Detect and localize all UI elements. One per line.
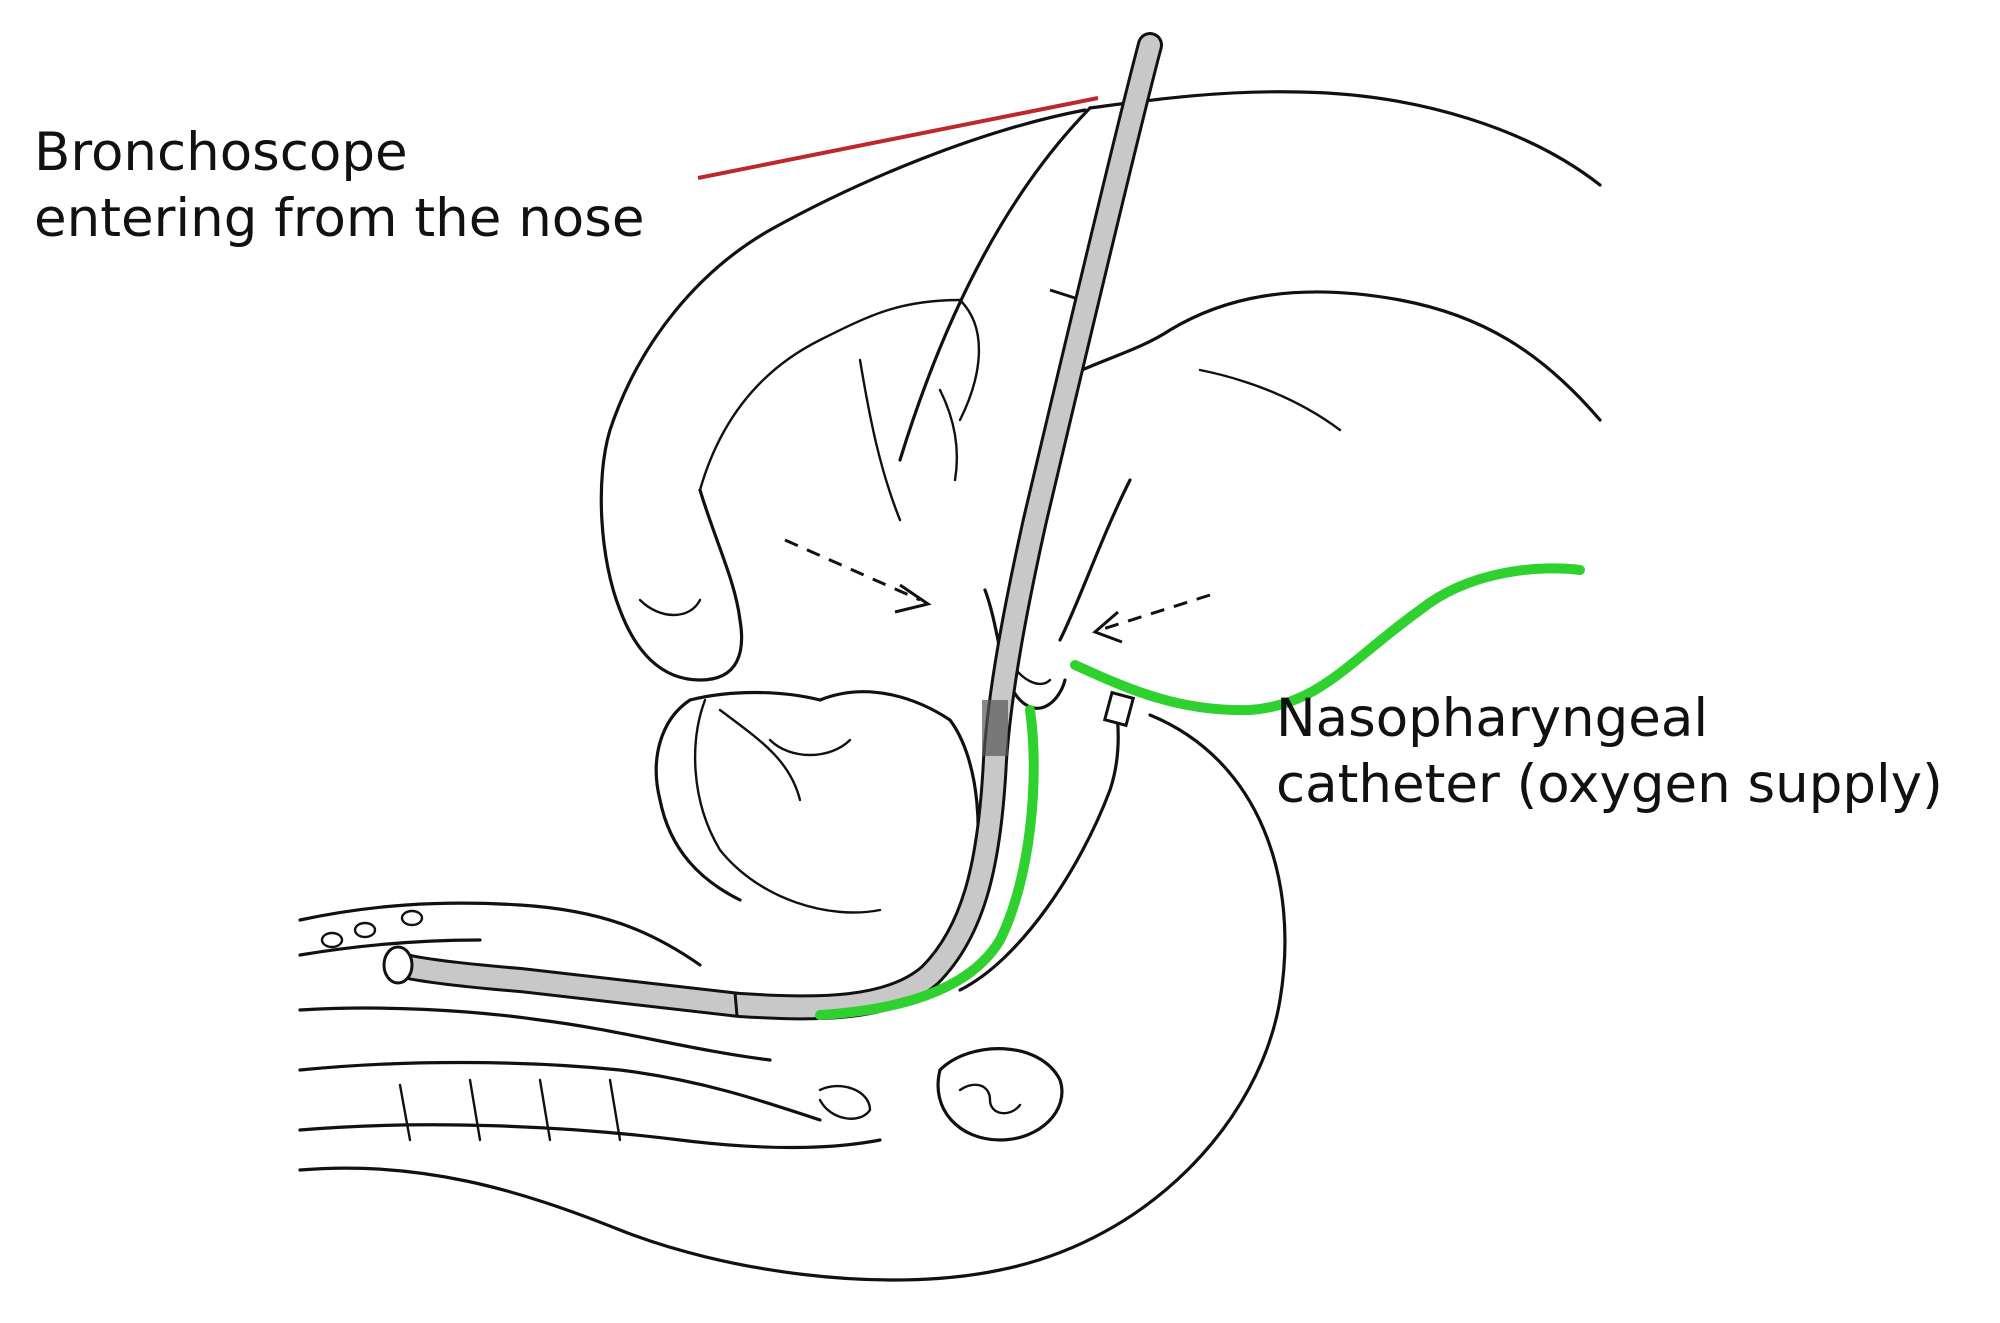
airway-outline [298,901,1064,1150]
bronchoscope-label-line2: entering from the nose [34,188,645,249]
hand-outline [599,108,1602,710]
bronchoscope-pointer-line [697,96,1099,180]
dashed-arrows [784,538,1211,644]
nasopharyngeal-catheter [815,563,1585,1020]
catheter-label-line1: Nasopharyngeal [1276,688,1709,749]
bronchoscope-label: Bronchoscope entering from the nose [34,120,644,252]
catheter-label: Nasopharyngeal catheter (oxygen supply) [1276,686,1943,818]
catheter-label-line2: catheter (oxygen supply) [1276,754,1943,815]
bronchoscope-label-line1: Bronchoscope [34,122,408,183]
bronchoscope [382,32,1163,1021]
head-outline [898,90,1602,462]
